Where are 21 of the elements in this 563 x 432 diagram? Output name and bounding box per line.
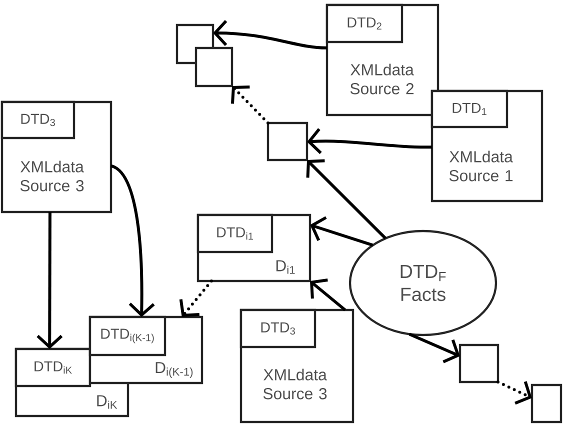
tab-box: DTD$_{i(K-1)}$ [88, 316, 166, 356]
tab-box: DTD$_{iK}$ [14, 348, 92, 388]
dotted-arrow [179, 280, 213, 317]
dotted-arrow [231, 85, 270, 124]
tab-box: DTD$_{1}$ [430, 90, 508, 128]
arrow [36, 212, 63, 349]
tab-box: DTD$_{i1}$ [196, 214, 274, 254]
arrow [310, 216, 374, 247]
empty-box [266, 122, 308, 162]
arrow [408, 332, 460, 364]
arrow [307, 128, 432, 154]
empty-box [530, 384, 562, 424]
arrow [110, 164, 155, 317]
dotted-arrow [496, 380, 532, 405]
tab-box: DTD$_{2}$ [326, 4, 404, 44]
tab-box: DTD$_{3}$ [240, 308, 316, 348]
arrow [213, 20, 328, 50]
arrow [306, 159, 387, 240]
empty-box [458, 344, 500, 384]
tab-box: DTD$_{3}$ [0, 100, 76, 140]
empty-box [194, 46, 234, 88]
